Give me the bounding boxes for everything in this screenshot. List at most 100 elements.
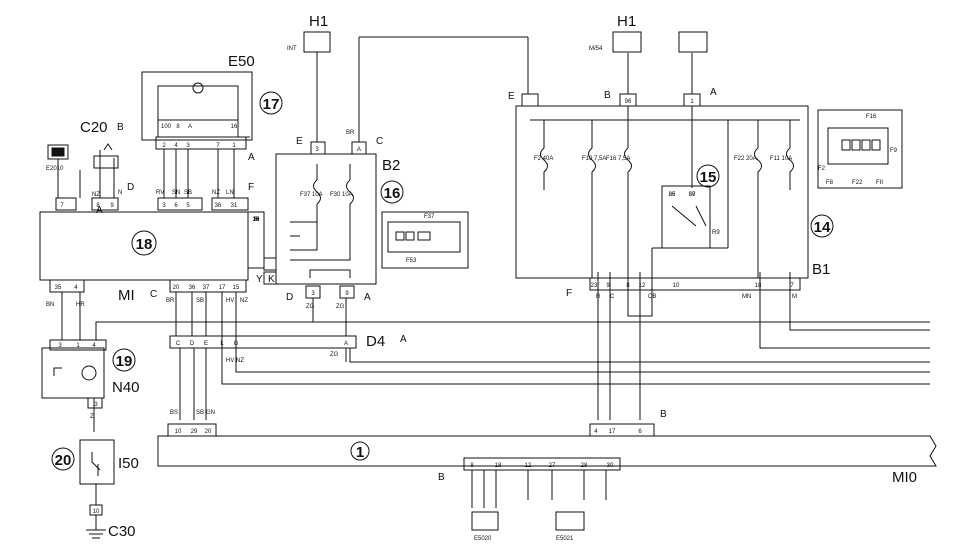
wire-color-sb2-23: SB xyxy=(196,298,204,304)
pins-n40_pins-1: 1 xyxy=(76,343,80,349)
b1-inset xyxy=(817,109,903,189)
n40-label: N40 xyxy=(112,379,140,396)
h1-left-symbol xyxy=(303,31,331,53)
m1-label: MI xyxy=(118,287,135,304)
e5020-box xyxy=(471,511,499,531)
d4-connector xyxy=(169,335,357,349)
pins-n40_pins-2: 4 xyxy=(92,343,96,349)
connector-b-16: B xyxy=(438,472,445,483)
wire-color-nz-3: NZ xyxy=(212,190,220,196)
battery-symbol xyxy=(678,31,708,53)
pins-d4_pins-4: G xyxy=(234,341,239,347)
pins-relay_pins-2: 86 xyxy=(669,192,676,198)
f22-label: F22 xyxy=(852,180,863,186)
callout-20: 20 xyxy=(55,452,72,469)
wire-color-gn-21: GN xyxy=(206,410,215,416)
pins-b1_bot-2: 8 xyxy=(626,283,630,289)
e50-inner xyxy=(157,85,239,121)
pins-e50_bot-4: 1 xyxy=(232,143,236,149)
fuse-b1-f16: F16 7,5A xyxy=(606,156,630,162)
callout-19: 19 xyxy=(116,353,133,370)
connector-a-13: A xyxy=(710,87,717,98)
b1-label: B1 xyxy=(812,261,830,278)
wire-color-m-17: M xyxy=(792,294,797,300)
pins-m10_right-0: 4 xyxy=(594,429,598,435)
connector-c-1: C xyxy=(150,289,157,300)
pins-e50_top-2: A xyxy=(188,124,192,130)
e5020-label: E5020 xyxy=(474,536,492,542)
pins-m1_top-5: 5 xyxy=(186,203,190,209)
wire-color-rv-0: RV xyxy=(156,190,164,196)
pins-d4_pins-0: C xyxy=(176,341,181,347)
wire-color-z-12: Z xyxy=(90,414,94,420)
fuse-b1-f10: F10 7,5A xyxy=(582,156,606,162)
fuse-b1-f22: F22 20A xyxy=(734,156,757,162)
callout-18: 18 xyxy=(136,236,153,253)
pins-m10_bottom-1: 18 xyxy=(495,463,502,469)
h1-left-label: H1 xyxy=(309,13,328,30)
callout-14: 14 xyxy=(814,219,831,236)
e50-gauge xyxy=(192,82,204,94)
pins-m10_bottom-5: 30 xyxy=(607,463,614,469)
pins-m1_top-4: 6 xyxy=(174,203,178,209)
pins-m1_right-3: 16 xyxy=(253,217,260,223)
pins-e50_top-4: 16 xyxy=(231,124,238,130)
wire-color-ln-4: LN xyxy=(226,190,234,196)
wire-color-mn-16: MN xyxy=(742,294,751,300)
wire-color-cb-15: CB xyxy=(648,294,656,300)
pins-b1_bot-5: 18 xyxy=(755,283,762,289)
b2-inset xyxy=(381,211,469,269)
pins-d4_pins-2: E xyxy=(204,341,208,347)
pins-m10_bottom-3: 27 xyxy=(549,463,556,469)
f37-label: F37 xyxy=(424,214,435,220)
pins-b2_top-0: 3 xyxy=(315,147,319,153)
pins-d4_pins-1: D xyxy=(190,341,195,347)
f9-label: F9 xyxy=(890,148,898,154)
pins-b2_bot-1: 9 xyxy=(345,291,349,297)
f8-label: F8 xyxy=(826,180,834,186)
i50-label: I50 xyxy=(118,455,139,472)
pins-n40_pins-0: 3 xyxy=(58,343,62,349)
callout-1: 1 xyxy=(356,444,364,461)
int-label: INT xyxy=(287,46,297,52)
wire-color-r-13: R xyxy=(596,294,601,300)
pins-m10_left-1: 29 xyxy=(191,429,198,435)
pins-e50_bot-1: 4 xyxy=(174,143,178,149)
relay-15 xyxy=(661,185,711,249)
fuse-b1-f2: F2 40A xyxy=(534,156,553,162)
e50-label: E50 xyxy=(228,53,255,70)
pins-m1_top-3: 3 xyxy=(162,203,166,209)
r9-label: R9 xyxy=(712,230,720,236)
pins-b1_bot-3: 12 xyxy=(639,283,646,289)
wire-color-nz2-26: NZ xyxy=(92,192,100,198)
f53-label: F53 xyxy=(406,258,417,264)
b2-label: B2 xyxy=(382,157,400,174)
pins-m1_right-1: 8 xyxy=(254,217,258,223)
d4-label: D4 xyxy=(366,333,385,350)
pins-m10_right-1: 17 xyxy=(609,429,616,435)
connector-a-0: A xyxy=(96,205,103,216)
wire-color-hr-8: HR xyxy=(76,302,85,308)
pins-m1_right-0: 13 xyxy=(253,217,260,223)
pins-e50_bot-0: 2 xyxy=(162,143,166,149)
pins-relay_pins-3: 87 xyxy=(689,192,696,198)
pins-m1_bot-4: 37 xyxy=(203,285,210,291)
wire-color-br-22: BR xyxy=(166,298,175,304)
fuse-b2-f37: F37 10A xyxy=(300,192,323,198)
b2-fuse-box xyxy=(275,153,377,285)
pins-e50_bot-3: 7 xyxy=(216,143,220,149)
callout-17: 17 xyxy=(263,96,280,113)
c20-label: C20 xyxy=(80,119,108,136)
connector-f-5: F xyxy=(248,182,254,193)
i50-pin-0: 3 xyxy=(94,402,98,408)
connector-b-12: B xyxy=(604,90,611,101)
pins-b1_bot-4: 10 xyxy=(673,283,680,289)
f2-label: F2 xyxy=(818,166,826,172)
pins-d4_pins-3: L xyxy=(220,341,224,347)
pins-m1_top-1: 8 xyxy=(96,203,100,209)
connector-k-18: K xyxy=(268,274,275,285)
pins-e50_top-0: 100 xyxy=(161,124,172,130)
i50-switch xyxy=(79,439,115,485)
h1-right-symbol xyxy=(612,31,642,53)
pins-m10_right-2: 6 xyxy=(638,429,642,435)
